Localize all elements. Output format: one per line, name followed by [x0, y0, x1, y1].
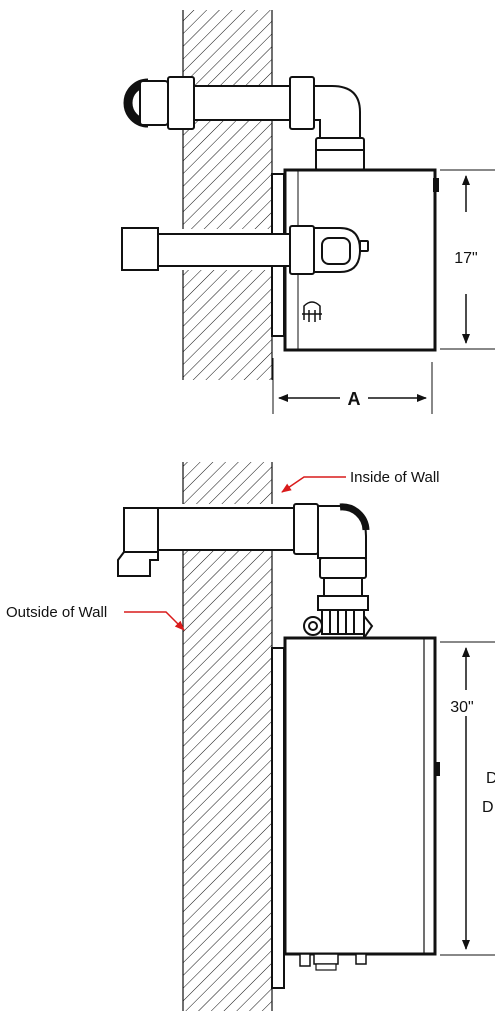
top-wall	[182, 10, 273, 380]
side-dimension-30: 30"	[440, 641, 495, 956]
top-view: 17" A	[121, 10, 495, 414]
side-flue-adapter	[303, 557, 374, 642]
side-vent-pipe	[117, 503, 370, 577]
top-exhaust-pipe	[121, 225, 369, 275]
top-intake-pipe	[123, 76, 365, 199]
side-wall	[182, 462, 273, 1011]
dimension-a-label: A	[348, 389, 361, 409]
outside-wall-callout: Outside of Wall	[6, 604, 185, 631]
top-dimension-17: 17"	[440, 169, 495, 350]
dimension-17-label: 17"	[454, 250, 477, 267]
gas-connector-icon	[302, 301, 322, 322]
outside-wall-label: Outside of Wall	[6, 604, 107, 621]
dimension-d-label-1: D	[486, 770, 495, 787]
top-dimension-a: A	[272, 358, 433, 414]
dimension-d-label-2: D	[482, 799, 494, 816]
dimension-30-label: 30"	[450, 699, 473, 716]
side-view: 30" D D Inside of Wall Outside of Wall	[6, 462, 495, 1011]
inside-wall-label: Inside of Wall	[350, 469, 439, 486]
side-heater-unit	[271, 636, 440, 989]
inside-wall-callout: Inside of Wall	[281, 469, 439, 493]
